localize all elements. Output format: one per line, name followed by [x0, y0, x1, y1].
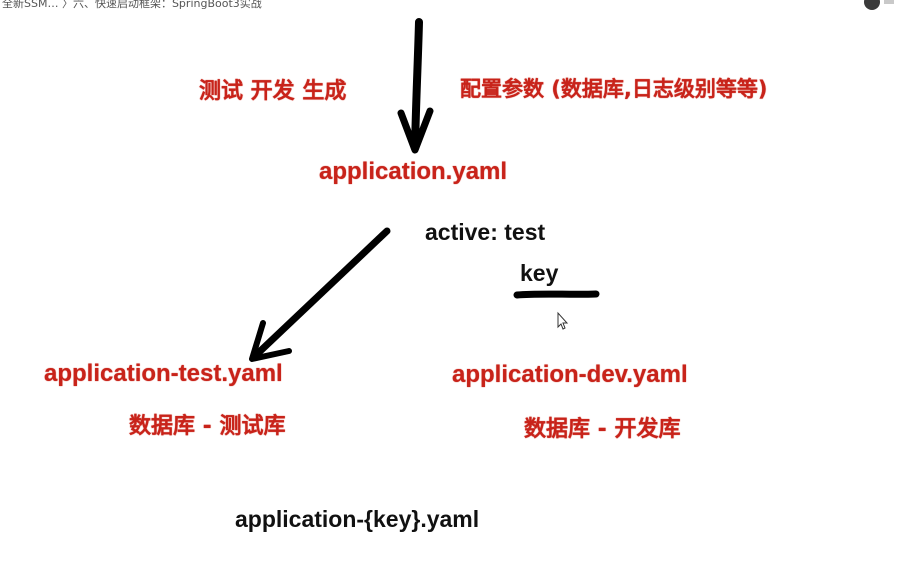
key-underline	[517, 294, 596, 295]
dev-config-file: application-dev.yaml	[452, 361, 688, 389]
pattern-config-file: application-{key}.yaml	[235, 506, 479, 533]
down-arrow-icon	[401, 22, 430, 150]
env-labels: 测试 开发 生成	[199, 73, 346, 105]
key-label: key	[520, 260, 558, 287]
test-database-label: 数据库 - 测试库	[129, 408, 285, 440]
dev-database-label: 数据库 - 开发库	[524, 411, 680, 443]
main-config-file: application.yaml	[319, 158, 507, 186]
config-params-label: 配置参数 (数据库,日志级别等等)	[460, 73, 767, 103]
mouse-cursor-icon	[558, 313, 567, 329]
active-profile-line: active: test	[425, 219, 545, 246]
diagonal-arrow-icon	[252, 231, 387, 359]
test-config-file: application-test.yaml	[44, 360, 283, 388]
